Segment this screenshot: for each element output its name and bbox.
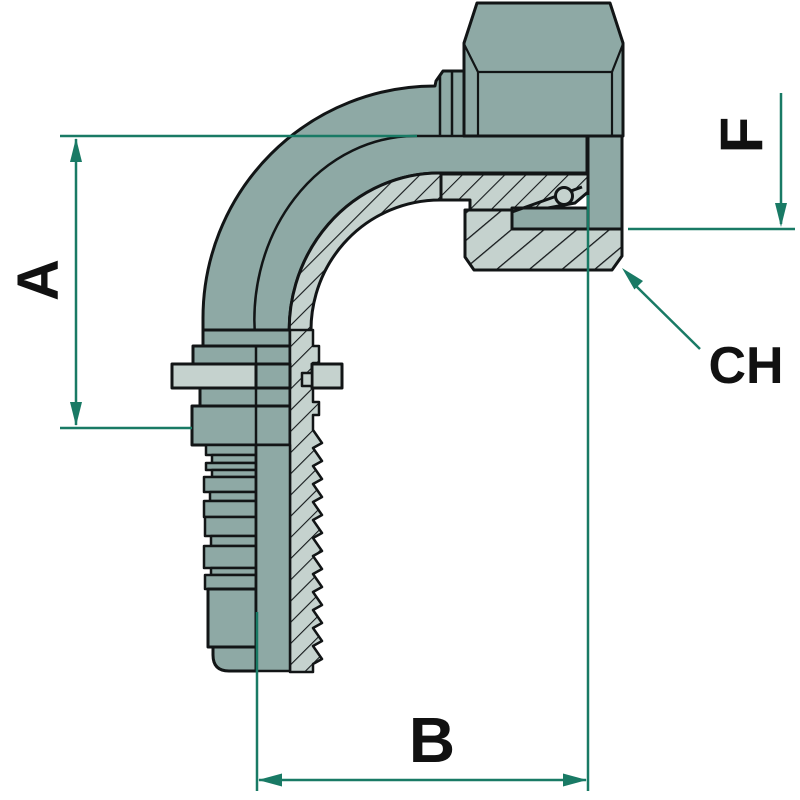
dimension-b bbox=[255, 195, 590, 791]
barb-ring bbox=[202, 475, 258, 494]
collar-tab-right bbox=[310, 362, 344, 390]
stem-tail-tip bbox=[211, 645, 258, 673]
tube-section-centerline-edge bbox=[253, 134, 464, 347]
swivel-nut bbox=[462, 1, 625, 138]
ch-leader-line bbox=[635, 285, 701, 350]
barb-ring bbox=[204, 443, 258, 457]
stem-bore-strip bbox=[254, 443, 292, 673]
ch-arrowhead bbox=[622, 268, 643, 290]
dim-label-ch: CH bbox=[708, 337, 783, 395]
barb-ring bbox=[203, 573, 258, 591]
o-ring-seal bbox=[554, 186, 574, 206]
collar-center bbox=[254, 362, 292, 390]
nut-tail-ring-lines bbox=[438, 72, 454, 136]
dimension-f bbox=[628, 93, 795, 231]
section-hatching bbox=[287, 134, 624, 348]
dim-label-f: F bbox=[708, 117, 775, 154]
barb-ring bbox=[208, 490, 258, 503]
barb-ring bbox=[203, 515, 258, 538]
callout-ch bbox=[622, 268, 701, 350]
hex-nut-body bbox=[462, 1, 625, 138]
hose-stem bbox=[170, 328, 344, 674]
stem-step-lower bbox=[198, 386, 292, 408]
dim-label-b: B bbox=[409, 704, 455, 776]
dimension-a bbox=[60, 134, 417, 430]
barb-ring bbox=[202, 499, 258, 519]
stem-shoulder bbox=[190, 404, 292, 447]
stem-wall-section-column bbox=[288, 328, 324, 674]
barb-ring bbox=[209, 534, 258, 548]
barb-ring bbox=[202, 544, 258, 570]
dimension-labels: A F B CH bbox=[6, 117, 784, 776]
dim-a-arrow-up bbox=[70, 138, 82, 162]
dim-f-arrow-down bbox=[775, 203, 787, 227]
dim-b-arrow-left bbox=[258, 773, 282, 787]
stem-tail-upper bbox=[206, 587, 258, 649]
dim-a-arrow-down bbox=[70, 402, 82, 426]
collar-tab-step bbox=[300, 371, 314, 388]
stem-neck bbox=[201, 328, 292, 348]
thread-bore-strip bbox=[510, 206, 590, 231]
dim-label-a: A bbox=[6, 259, 71, 301]
nut-thread-wall bbox=[586, 134, 624, 231]
dimension-lines bbox=[60, 93, 795, 791]
collar-left bbox=[170, 362, 258, 390]
nut-section-block bbox=[463, 208, 624, 272]
stem-step-upper bbox=[191, 344, 292, 366]
dim-b-arrow-right bbox=[563, 773, 587, 787]
hex-nut-facet-lines bbox=[463, 43, 625, 136]
